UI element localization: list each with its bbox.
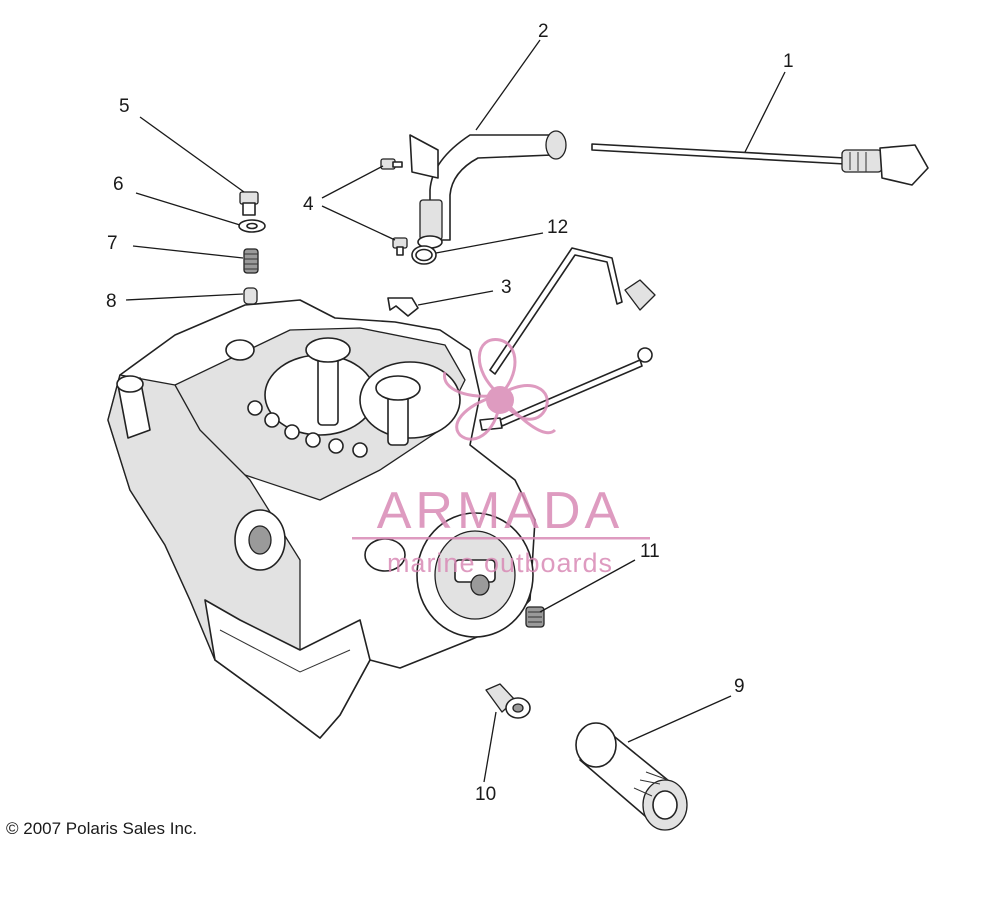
plunger <box>243 287 258 305</box>
screw-lower <box>392 237 408 256</box>
screw-upper <box>380 158 403 170</box>
copyright-notice: © 2007 Polaris Sales Inc. <box>6 819 198 838</box>
dipstick-tube <box>409 130 567 249</box>
watermark-brand: ARMADA <box>377 482 623 540</box>
leader-lines <box>125 39 786 783</box>
oil-filter <box>575 722 688 831</box>
watermark-tagline: marine outboards <box>387 548 613 578</box>
callout-11: 11 <box>640 541 660 562</box>
callout-7: 7 <box>107 233 118 254</box>
dipstick <box>591 143 929 186</box>
callout-3: 3 <box>501 277 512 298</box>
callout-2: 2 <box>538 21 549 42</box>
spring <box>243 248 259 274</box>
clip <box>387 297 419 317</box>
o-ring <box>411 245 437 265</box>
callout-12: 12 <box>547 217 568 238</box>
callout-6: 6 <box>113 174 124 195</box>
bolt <box>239 191 259 216</box>
wire-harness <box>479 247 656 431</box>
callout-labels: 1 2 3 4 5 6 7 8 9 10 11 12 <box>106 21 794 805</box>
callout-8: 8 <box>106 291 117 312</box>
armada-watermark: ARMADA marine outboards <box>352 338 650 578</box>
engine-crankcase <box>107 299 536 739</box>
washer <box>238 219 266 233</box>
callout-1: 1 <box>783 51 794 72</box>
callout-10: 10 <box>475 784 496 805</box>
callout-5: 5 <box>119 96 130 117</box>
propeller-logo-icon <box>443 338 557 441</box>
callout-4: 4 <box>303 194 314 215</box>
nut <box>525 606 545 628</box>
oil-fitting <box>485 683 531 719</box>
callout-9: 9 <box>734 676 745 697</box>
